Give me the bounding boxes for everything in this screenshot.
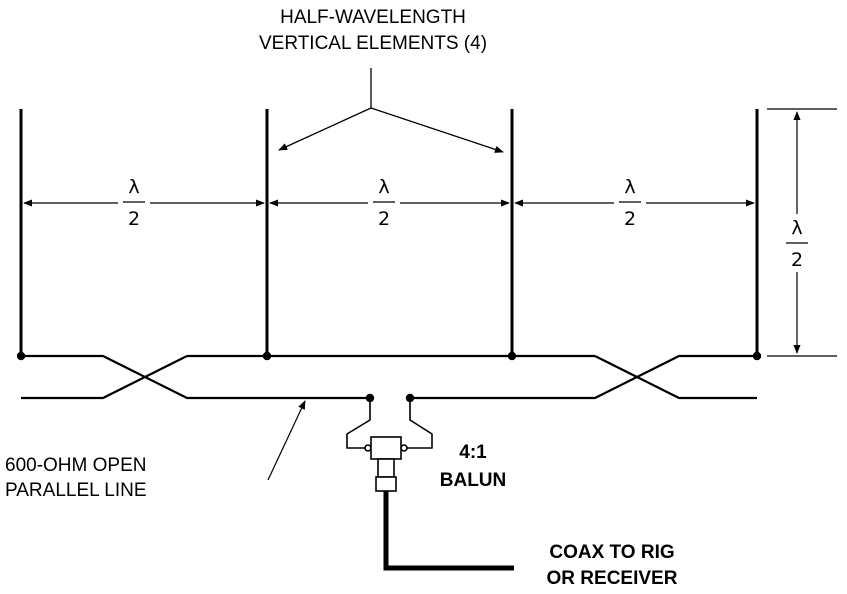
spacing-denominator: 2 bbox=[624, 208, 636, 230]
balun-icon bbox=[364, 436, 408, 492]
spacing-label-3: λ 2 bbox=[614, 174, 646, 230]
balun-label-line2: BALUN bbox=[440, 470, 507, 491]
coax-label-line2: OR RECEIVER bbox=[547, 568, 678, 589]
feedline-label-line1: 600-OHM OPEN bbox=[5, 455, 146, 476]
spacing-denominator: 2 bbox=[128, 208, 140, 230]
height-numerator: λ bbox=[791, 217, 802, 239]
junction-dots bbox=[16, 351, 762, 403]
height-denominator: 2 bbox=[791, 249, 803, 271]
feedline-label-line2: PARALLEL LINE bbox=[5, 480, 147, 501]
spacing-label-1: λ 2 bbox=[118, 174, 150, 230]
open-wire-feedline bbox=[21, 354, 757, 400]
callout-leader bbox=[278, 68, 504, 153]
balun-label-line1: 4:1 bbox=[459, 442, 487, 463]
spacing-denominator: 2 bbox=[378, 208, 390, 230]
callout-title-line1: HALF-WAVELENGTH bbox=[280, 7, 466, 28]
callout-title-line2: VERTICAL ELEMENTS (4) bbox=[259, 33, 487, 54]
vertical-elements bbox=[19, 109, 759, 356]
balun-leads bbox=[346, 398, 433, 449]
coax-cable bbox=[383, 491, 514, 571]
coax-label-line1: COAX TO RIG bbox=[549, 542, 674, 563]
spacing-label-2: λ 2 bbox=[368, 174, 400, 230]
feedline-leader bbox=[267, 400, 306, 481]
height-dimension: λ 2 bbox=[767, 108, 837, 357]
spacing-numerator: λ bbox=[128, 176, 139, 198]
spacing-numerator: λ bbox=[624, 176, 635, 198]
spacing-numerator: λ bbox=[378, 176, 389, 198]
